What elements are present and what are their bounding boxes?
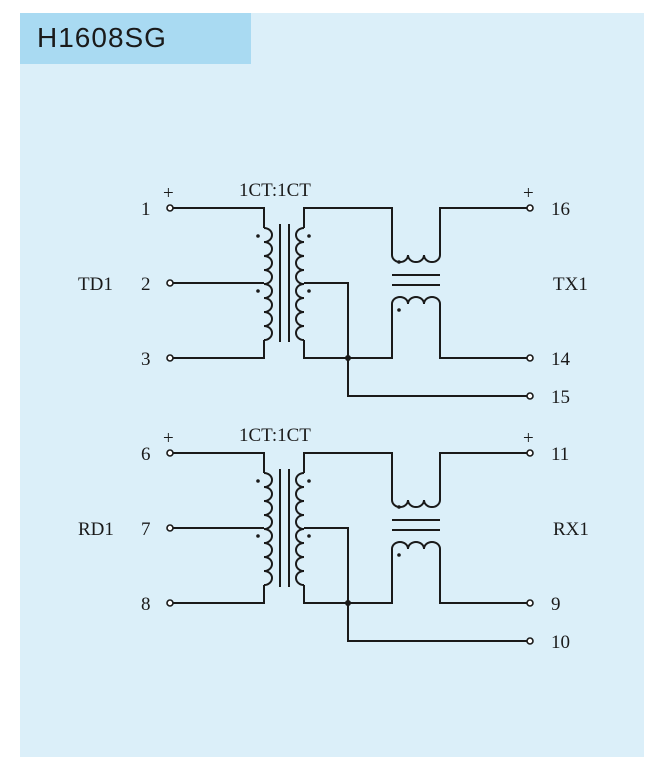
- pin-terminal-10: [526, 637, 534, 645]
- polarity-dot: [307, 289, 311, 293]
- group-label-rd1: RD1: [78, 519, 114, 540]
- pin-label-8: 8: [141, 594, 151, 615]
- pin-terminal-9: [526, 599, 534, 607]
- diagram-panel: [20, 13, 644, 757]
- wire-sec-center: [304, 527, 530, 642]
- pin-label-2: 2: [141, 274, 151, 295]
- wire-choke-out-bottom: [439, 304, 530, 359]
- bottom-circuit: 1CT:1CT + + 6 7 8 RD1 11 9 10 RX1: [78, 425, 589, 653]
- pin-terminal-14: [526, 354, 534, 362]
- pin-label-10: 10: [551, 632, 570, 653]
- secondary-coil-top: [295, 472, 305, 530]
- polarity-dot: [397, 553, 401, 557]
- group-label-td1: TD1: [78, 274, 113, 295]
- pin-terminal-2: [166, 279, 174, 287]
- polarity-dot: [307, 234, 311, 238]
- top-circuit: 1CT:1CT + + 1 2 3 TD1 16 14 15 TX1: [78, 180, 588, 408]
- secondary-coil-bottom: [295, 528, 305, 586]
- primary-coil-bottom: [263, 283, 273, 341]
- polarity-dot: [397, 260, 401, 264]
- pin-terminal-1: [166, 204, 174, 212]
- title-tab: [20, 13, 251, 64]
- pin-terminal-15: [526, 392, 534, 400]
- wire-pin6: [170, 452, 265, 473]
- polarity-dot: [397, 505, 401, 509]
- group-label-tx1: TX1: [553, 274, 588, 295]
- pin-label-11: 11: [551, 444, 569, 465]
- pin-terminal-7: [166, 524, 174, 532]
- ratio-label-bottom: 1CT:1CT: [239, 425, 311, 446]
- pin-label-1: 1: [141, 199, 151, 220]
- pin-label-9: 9: [551, 594, 561, 615]
- plus-sign: +: [523, 183, 534, 204]
- wire-sec-center: [304, 282, 530, 397]
- primary-coil-top: [263, 227, 273, 285]
- pin-label-3: 3: [141, 349, 151, 370]
- polarity-dot: [397, 308, 401, 312]
- polarity-dot: [307, 534, 311, 538]
- choke-coil-bottom: [391, 296, 441, 305]
- junction-dot: [345, 355, 351, 361]
- wire-pin3: [170, 340, 265, 359]
- primary-coil-top: [263, 472, 273, 530]
- wire-choke-out-bottom: [439, 549, 530, 604]
- secondary-coil-top: [295, 227, 305, 285]
- wire-sec-top: [303, 452, 393, 500]
- junction-dot: [345, 600, 351, 606]
- pin-label-16: 16: [551, 199, 570, 220]
- pin-label-15: 15: [551, 387, 570, 408]
- wire-sec-top: [303, 207, 393, 255]
- primary-coil-bottom: [263, 528, 273, 586]
- polarity-dot: [256, 534, 260, 538]
- plus-sign: +: [163, 183, 174, 204]
- plus-sign: +: [163, 428, 174, 449]
- plus-sign: +: [523, 428, 534, 449]
- ratio-label-top: 1CT:1CT: [239, 180, 311, 201]
- part-number-title: H1608SG: [37, 22, 167, 53]
- pin-terminal-16: [526, 204, 534, 212]
- group-label-rx1: RX1: [553, 519, 589, 540]
- wire-pin1: [170, 207, 265, 228]
- polarity-dot: [256, 289, 260, 293]
- pin-terminal-6: [166, 449, 174, 457]
- polarity-dot: [256, 479, 260, 483]
- wire-choke-out-top: [439, 207, 530, 255]
- pin-label-6: 6: [141, 444, 151, 465]
- pin-terminal-3: [166, 354, 174, 362]
- pin-label-7: 7: [141, 519, 151, 540]
- polarity-dot: [256, 234, 260, 238]
- pin-label-14: 14: [551, 349, 571, 370]
- wire-choke-out-top: [439, 452, 530, 500]
- wire-pin8: [170, 585, 265, 604]
- pin-terminal-11: [526, 449, 534, 457]
- secondary-coil-bottom: [295, 283, 305, 341]
- polarity-dot: [307, 479, 311, 483]
- choke-coil-bottom: [391, 541, 441, 550]
- pin-terminal-8: [166, 599, 174, 607]
